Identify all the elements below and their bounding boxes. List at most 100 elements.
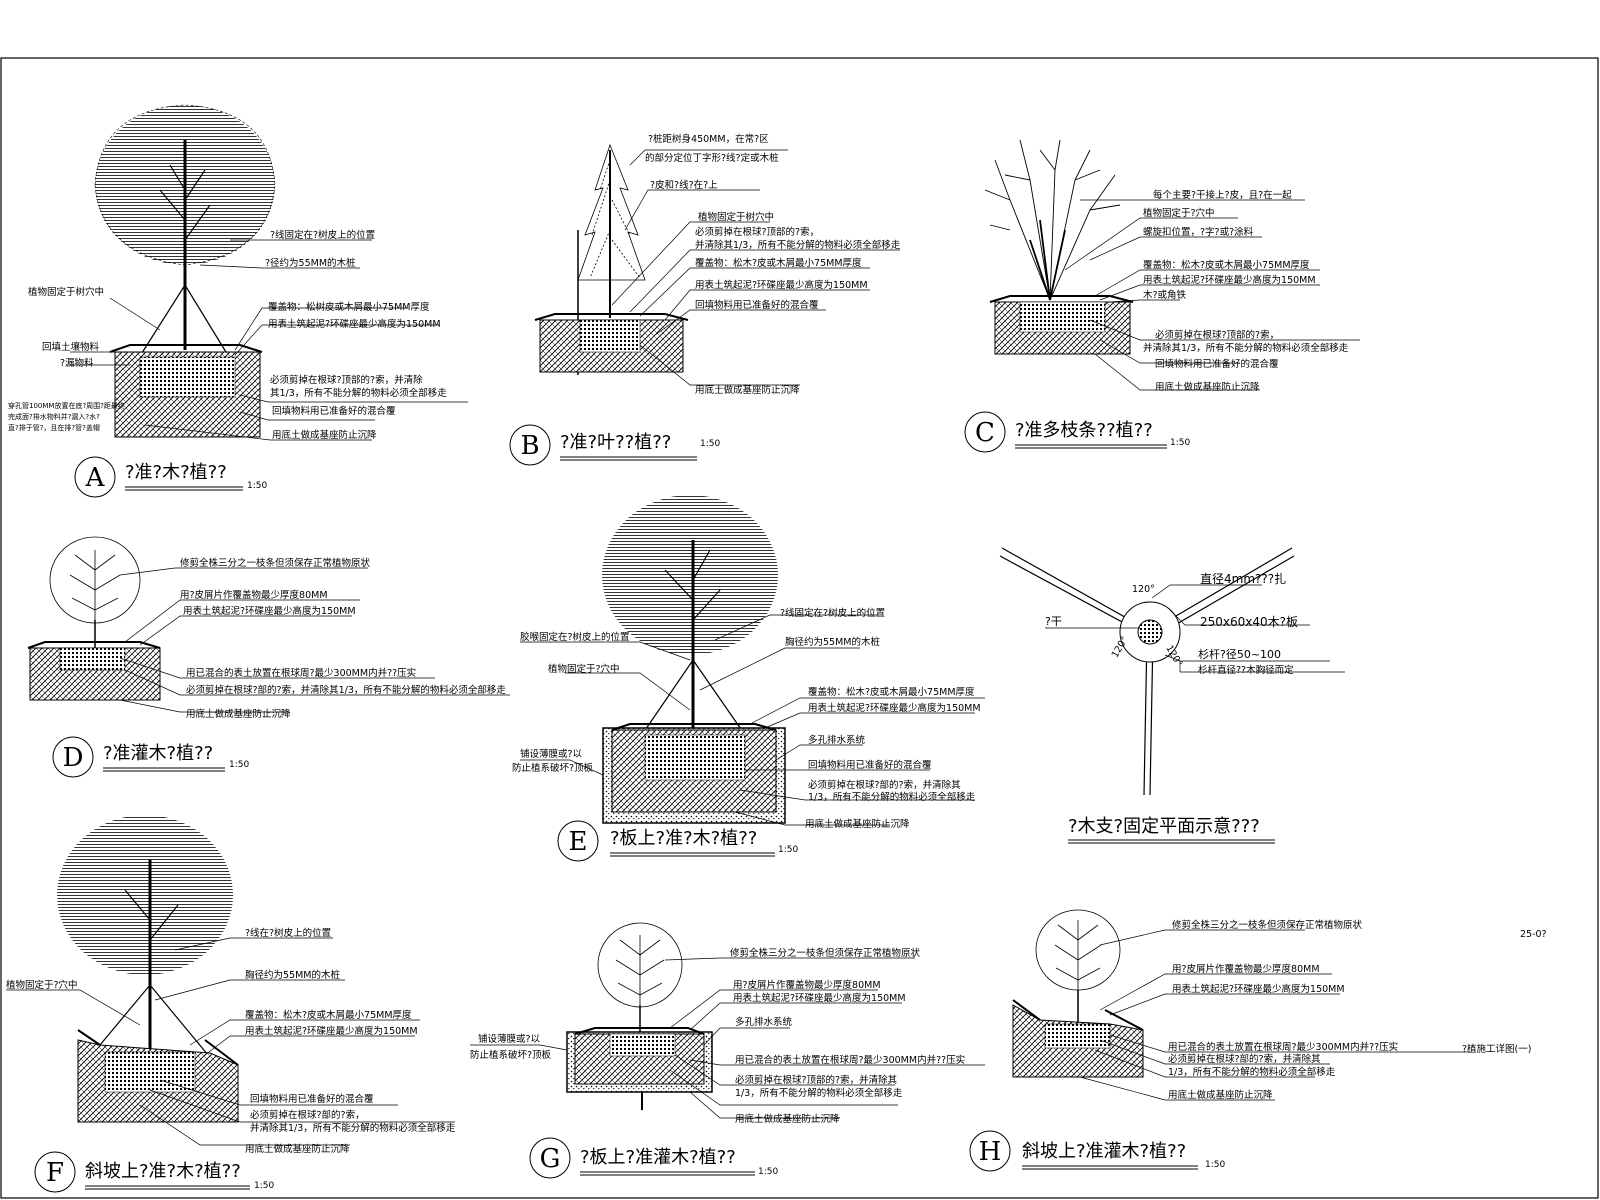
note-e-6: 多孔排水系统 bbox=[808, 734, 866, 746]
note-plan-5: ?干 bbox=[1045, 615, 1062, 628]
multistem-branches-c bbox=[984, 139, 1121, 301]
note-c-4: 用表土筑起泥?环碟座最少高度为150MM bbox=[1143, 274, 1316, 286]
panel-scale-d: 1:50 bbox=[229, 760, 249, 770]
tree-canopy-f bbox=[57, 815, 233, 975]
panel-d-standard-shrub: 修剪全株三分之一枝条但须保存正常植物原状 用?皮屑片作覆盖物最少厚度80MM 用… bbox=[27, 536, 510, 778]
note-e-12: 用底土做成基座防止沉降 bbox=[805, 818, 910, 830]
panel-letter-e: E bbox=[569, 827, 588, 857]
note-c-8: 回填物料用已准备好的混合覆 bbox=[1155, 358, 1279, 370]
note-f-3: 覆盖物：松木?皮或木屑最小75MM厚度 bbox=[245, 1009, 412, 1021]
note-c-2: 螺旋扣位置，?字?或?涂料 bbox=[1143, 226, 1254, 238]
note-b-7: 用表土筑起泥?环碟座最少高度为150MM bbox=[695, 279, 868, 291]
note-a-4: 用表土筑起泥?环碟座最少高度为150MM bbox=[268, 318, 441, 330]
note-a-13: 直?排于管?，且在排?管?盖帽 bbox=[8, 423, 100, 432]
note-b-0: ?桩距树身450MM，在常?区 bbox=[648, 133, 769, 145]
note-c-9: 用底土做成基座防止沉降 bbox=[1155, 381, 1260, 393]
panel-title-h: 斜坡上?准灌木?植?? bbox=[1022, 1141, 1186, 1162]
note-d-2: 用表土筑起泥?环碟座最少高度为150MM bbox=[183, 605, 356, 617]
title-block-h: H 斜坡上?准灌木?植?? 1:50 bbox=[969, 1130, 1225, 1172]
note-d-1: 用?皮屑片作覆盖物最少厚度80MM bbox=[180, 589, 328, 601]
leader-lines-c bbox=[1064, 199, 1360, 391]
note-a-12: 完成面?排水物料并?漏入?水? bbox=[8, 412, 100, 421]
leader-lines-g bbox=[470, 957, 985, 1119]
note-plan-6: 杉杆?径50~100 bbox=[1198, 647, 1281, 661]
note-g-6: 用已混合的表土放置在根球周?最少300MM内并??压实 bbox=[735, 1054, 965, 1066]
note-e-4: 覆盖物：松木?皮或木屑最小75MM厚度 bbox=[808, 686, 975, 698]
note-e-2: 胸径约为55MM的木桩 bbox=[785, 636, 880, 648]
note-g-1: 用?皮屑片作覆盖物最少厚度80MM bbox=[733, 979, 881, 991]
panel-letter-g: G bbox=[540, 1144, 561, 1174]
note-e-10: 必须剪掉在根球?部的?索，并清除其 bbox=[808, 779, 961, 791]
panel-b-conifer: ?桩距树身450MM，在常?区 的部分定位丁字形?线?定或木桩 ?皮和?线?在?… bbox=[509, 133, 901, 466]
note-h-2: 用表土筑起泥?环碟座最少高度为150MM bbox=[1172, 983, 1345, 995]
note-a-9: 回填物料用已准备好的混合覆 bbox=[272, 405, 396, 417]
note-c-6: 必须剪掉在根球?顶部的?索， bbox=[1155, 329, 1279, 341]
note-g-5: 防止植系破坏?顶板 bbox=[470, 1049, 552, 1061]
note-plan-7: 杉杆直径??木胸径而定 bbox=[1198, 664, 1294, 676]
note-e-0: ?线固定在?树皮上的位置 bbox=[780, 607, 885, 619]
leader-lines-h bbox=[1079, 929, 1470, 1101]
panel-title-c: ?准多枝条??植?? bbox=[1015, 420, 1153, 441]
slope-pit-h bbox=[1012, 999, 1144, 1078]
note-e-8: 防止植系破坏?顶板 bbox=[512, 762, 594, 774]
note-e-9: 回填物料用已准备好的混合覆 bbox=[808, 759, 932, 771]
note-b-8: 回填物料用已准备好的混合覆 bbox=[695, 299, 819, 311]
panel-title-d: ?准灌木?植?? bbox=[103, 743, 213, 764]
note-c-1: 植物固定于?穴中 bbox=[1143, 207, 1215, 219]
note-f-1: 胸径约为55MM的木桩 bbox=[245, 969, 340, 981]
note-a-7: 必须剪掉在根球?顶部的?索，并清除 bbox=[270, 374, 423, 386]
panel-h-slope-shrub: 修剪全株三分之一枝条但须保存正常植物原状 用?皮屑片作覆盖物最少厚度80MM 用… bbox=[969, 909, 1470, 1172]
panel-title-e: ?板上?准?木?植?? bbox=[610, 828, 757, 849]
title-block-f: F 斜坡上?准?木?植?? 1:50 bbox=[34, 1151, 274, 1193]
note-h-0: 修剪全株三分之一枝条但须保存正常植物原状 bbox=[1172, 919, 1363, 931]
title-block-c: C ?准多枝条??植?? 1:50 bbox=[964, 411, 1190, 453]
planter-box-e bbox=[602, 723, 786, 824]
leader-lines-f bbox=[6, 937, 455, 1146]
title-block-b: B ?准?叶??植?? 1:50 bbox=[509, 424, 720, 466]
note-e-11: 1/3，所有不能分解的物料必须全部移走 bbox=[808, 791, 976, 803]
note-a-8: 其1/3，所有不能分解的物料必须全部移走 bbox=[270, 387, 447, 399]
title-block-e: E ?板上?准?木?植?? 1:50 bbox=[557, 820, 798, 862]
planting-pit-b bbox=[534, 313, 689, 373]
panel-title-b: ?准?叶??植?? bbox=[560, 432, 671, 453]
planting-pit-a bbox=[109, 344, 263, 438]
panel-e-roof-tree: ?线固定在?树皮上的位置 胶喉固定在?树皮上的位置 胸径约为55MM的木桩 植物… bbox=[512, 495, 985, 862]
panel-letter-f: F bbox=[46, 1158, 64, 1188]
note-f-7: 并清除其1/3，所有不能分解的物料必须全部移走 bbox=[250, 1122, 456, 1134]
note-d-3: 用已混合的表土放置在根球周?最少300MM内并??压实 bbox=[186, 667, 416, 679]
panel-scale-c: 1:50 bbox=[1170, 438, 1190, 448]
note-e-5: 用表土筑起泥?环碟座最少高度为150MM bbox=[808, 702, 981, 714]
note-a-6: ?漏物料 bbox=[60, 357, 94, 369]
note-a-11: 穿孔管100MM放置在底?周围?距最终 bbox=[8, 401, 125, 410]
panel-scale-b: 1:50 bbox=[700, 439, 720, 449]
note-b-5: 并清除其1/3，所有不能分解的物料必须全部移走 bbox=[695, 239, 901, 251]
slope-pit-f bbox=[77, 1029, 239, 1123]
note-g-4: 铺设薄膜或?以 bbox=[478, 1033, 541, 1045]
conifer-canopy-b bbox=[577, 143, 646, 281]
note-e-1: 胶喉固定在?树皮上的位置 bbox=[520, 631, 630, 643]
note-h-3: 用已混合的表土放置在根球周?最少300MM内并??压实 bbox=[1168, 1041, 1398, 1053]
panel-scale-e: 1:50 bbox=[778, 845, 798, 855]
panel-title-f: 斜坡上?准?木?植?? bbox=[85, 1161, 241, 1182]
title-block-plan: ?木支?固定平面示意??? bbox=[1068, 816, 1275, 844]
note-f-2: 植物固定于?穴中 bbox=[6, 979, 78, 991]
support-stakes-f bbox=[99, 984, 209, 1056]
note-f-4: 用表土筑起泥?环碟座最少高度为150MM bbox=[245, 1025, 418, 1037]
note-h-1: 用?皮屑片作覆盖物最少厚度80MM bbox=[1172, 963, 1320, 975]
note-a-0: ?线固定在?树皮上的位置 bbox=[270, 229, 375, 241]
panel-scale-h: 1:50 bbox=[1205, 1160, 1225, 1170]
planter-box-g bbox=[566, 1027, 713, 1110]
leader-lines-plan bbox=[1045, 584, 1345, 673]
panel-letter-d: D bbox=[63, 743, 84, 773]
note-g-0: 修剪全株三分之一枝条但须保存正常植物原状 bbox=[730, 947, 921, 959]
panel-stake-plan: 120° 120° 120° 直径4mm???扎 250x60x40木?板 ?干… bbox=[999, 547, 1345, 844]
note-a-10: 用底土做成基座防止沉降 bbox=[272, 429, 377, 441]
note-g-3: 多孔排水系统 bbox=[735, 1016, 793, 1028]
note-g-9: 用底土做成基座防止沉降 bbox=[735, 1113, 840, 1125]
note-e-3: 植物固定于?穴中 bbox=[548, 663, 620, 675]
note-b-6: 覆盖物：松木?皮或木屑最小75MM厚度 bbox=[695, 257, 862, 269]
note-plan-0: 120° bbox=[1132, 584, 1155, 595]
note-c-0: 每个主要?干接上?皮，且?在一起 bbox=[1153, 189, 1292, 201]
panel-letter-c: C bbox=[975, 418, 995, 448]
